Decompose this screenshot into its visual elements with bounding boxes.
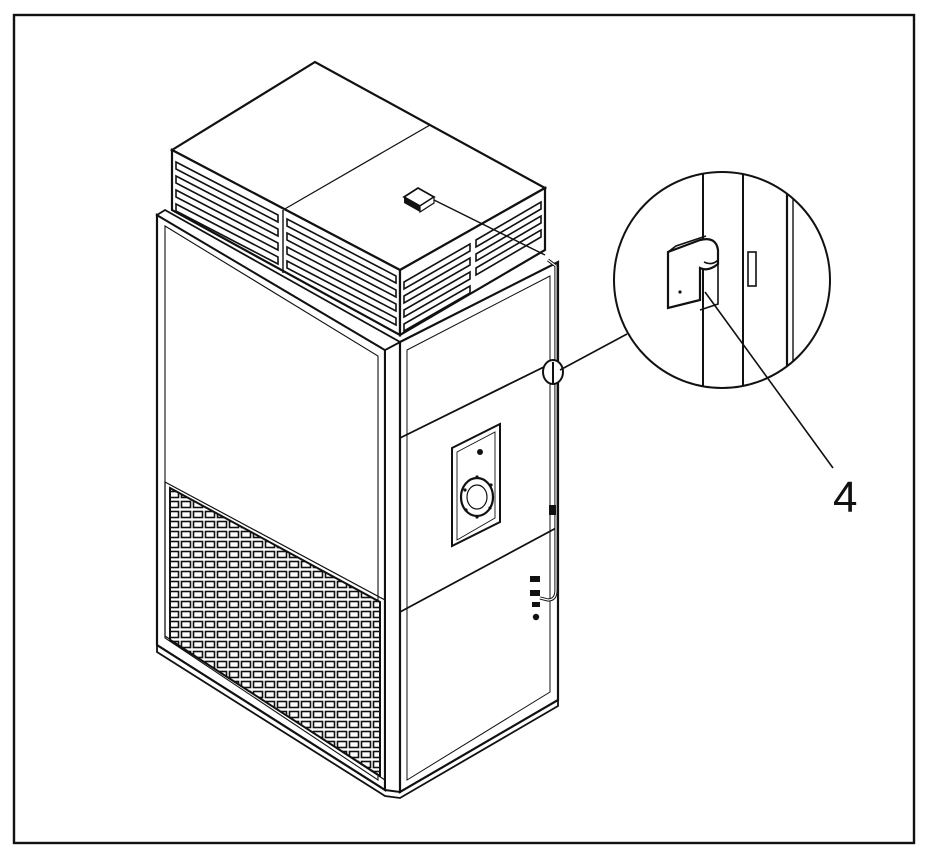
cabinet-side-inner-frame [406,275,551,781]
pipe-connector-3 [532,602,540,607]
access-plate-screw [477,449,483,455]
detail-magnified-view [666,172,794,388]
pipe-connector-4 [532,613,540,621]
side-panel-seam-lower [399,526,559,613]
access-port-hole [466,484,488,510]
drawing-border [12,13,916,845]
part-4-leader [704,291,834,469]
detail-leader-line [559,333,628,371]
pipe-connector-2 [530,590,540,596]
front-air-grille [169,486,381,778]
pipe-connector-1 [530,576,540,582]
front-louvers-right [286,217,397,327]
roof-cable [433,199,546,256]
side-panel-seam-upper [399,359,559,439]
cabinet-corner-post [384,340,401,794]
front-top-band [155,208,402,352]
part-number-label: 4 [833,473,857,522]
front-louvers-left [175,160,279,266]
front-grille-frame [164,480,386,782]
detail-circle [613,171,831,389]
side-louvers [403,200,542,333]
cabinet-base [156,645,559,799]
roof-panel-seam [282,124,431,211]
access-plate-inner [456,431,496,541]
